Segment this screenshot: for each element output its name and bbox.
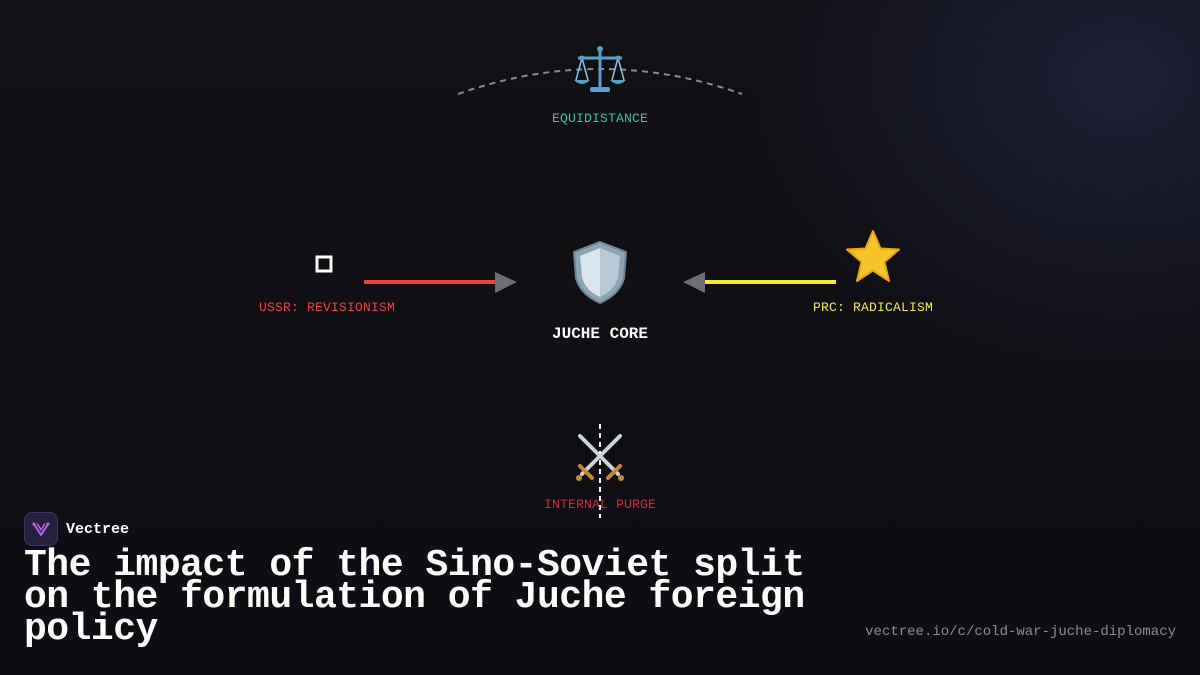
- star-icon: [846, 230, 900, 282]
- brand[interactable]: Vectree: [24, 512, 129, 546]
- brand-name: Vectree: [66, 520, 130, 538]
- ussr-label: USSR: REVISIONISM: [258, 300, 396, 315]
- source-url[interactable]: vectree.io/c/cold-war-juche-diplomacy: [865, 624, 1176, 640]
- prc-label: PRC: RADICALISM: [812, 300, 934, 315]
- prc-arrowhead: [683, 272, 705, 293]
- equidistance-label: EQUIDISTANCE: [551, 111, 649, 126]
- vectree-logo-icon: [24, 512, 58, 546]
- internal-purge-label: INTERNAL PURGE: [543, 497, 657, 512]
- crossed-swords-icon: [576, 434, 624, 481]
- scales-icon: [574, 46, 626, 92]
- juche-core-label: JUCHE CORE: [551, 325, 649, 343]
- diagram-connectors: [315, 46, 900, 518]
- page-title: The impact of the Sino-Soviet split on t…: [24, 544, 805, 651]
- juche-diagram: EQUIDISTANCE USSR: REVISIONISM PRC: RADI…: [258, 46, 934, 518]
- square-outline-icon: [315, 255, 333, 273]
- ussr-arrowhead: [495, 272, 517, 293]
- shield-icon: [572, 240, 628, 305]
